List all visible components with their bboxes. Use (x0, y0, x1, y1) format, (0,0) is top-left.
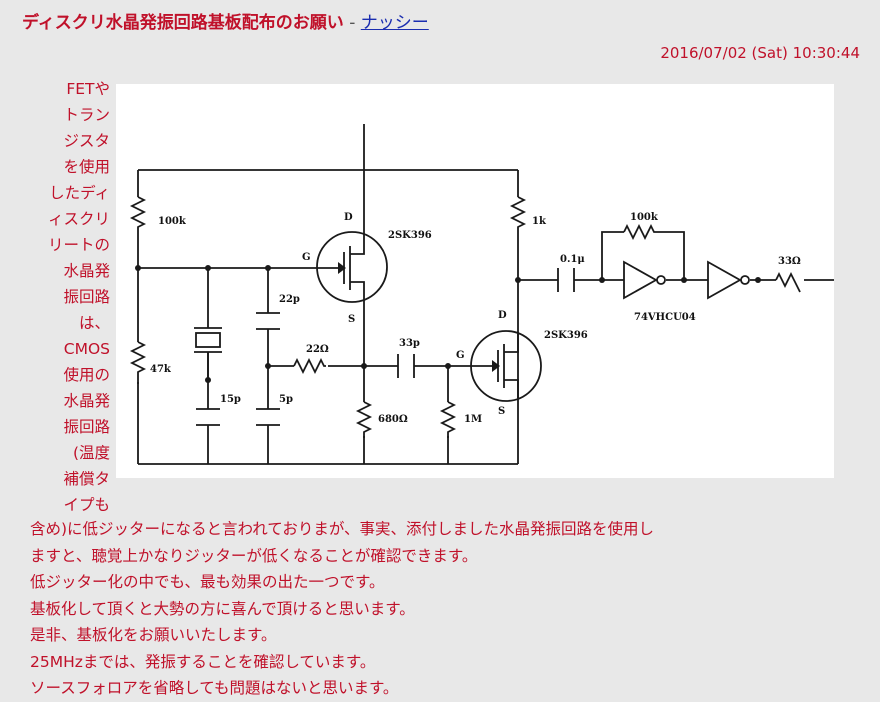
body-line: ソースフォロアを省略しても問題はないと思います。 (30, 679, 399, 697)
body-line: 25MHzまでは、発振することを確認しています。 (30, 652, 376, 671)
side-line: 補償タ (63, 470, 110, 488)
side-line: ィスクリ (47, 210, 110, 228)
side-line: 振回路 (63, 288, 110, 306)
label-c15p: 15p (220, 394, 241, 405)
junction-dots (135, 265, 761, 383)
resistor-1k (509, 196, 527, 234)
title-separator: - (343, 13, 361, 33)
label-r33: 33Ω (778, 256, 801, 267)
post-date: 2016/07/02 (Sat) 10:30:44 (660, 44, 860, 62)
label-r100k-fb: 100k (630, 212, 659, 223)
crystal-icon (194, 327, 222, 353)
label-s1: S (348, 314, 355, 325)
post-title-line: ディスクリ水晶発振回路基板配布のお願い - ナッシー (22, 8, 429, 33)
resistor-100k-left (129, 196, 147, 234)
side-line: 使用の (63, 366, 110, 384)
wire-fb (601, 231, 685, 280)
label-g1: G (302, 252, 311, 263)
body-line: ますと、聴覚上かなりジッターが低くなることが確認できます。 (30, 546, 478, 565)
side-line: リートの (47, 236, 110, 254)
crystal-oscillator-schematic: 100k 47k 15p 22p 5p 22Ω 33p 680Ω 1M 1k 0… (129, 124, 834, 465)
label-r47k: 47k (150, 364, 172, 375)
post-body: 含め)に低ジッターになると言われておりまが、事実、添付しました水晶発振回路を使用… (30, 516, 870, 702)
resistor-47k (129, 341, 147, 384)
side-line: したディ (49, 184, 110, 202)
label-s2: S (498, 406, 505, 417)
side-line: 振回路 (63, 418, 110, 436)
side-line: トラン (63, 106, 110, 124)
label-d1: D (344, 212, 353, 223)
side-line: FETや (66, 80, 110, 98)
resistor-1m (439, 401, 457, 438)
author-link[interactable]: ナッシー (360, 13, 429, 33)
label-r100k: 100k (158, 216, 187, 227)
body-line: 含め)に低ジッターになると言われておりまが、事実、添付しました水晶発振回路を使用… (30, 520, 655, 538)
side-line: は、 (78, 314, 110, 332)
resistor-100k-fb (623, 223, 660, 241)
label-r22: 22Ω (306, 344, 329, 355)
label-r1k: 1k (532, 216, 547, 227)
resistor-33 (775, 271, 801, 293)
label-c22p: 22p (279, 294, 300, 305)
schematic-image: 100k 47k 15p 22p 5p 22Ω 33p 680Ω 1M 1k 0… (116, 84, 834, 478)
side-line: イプも (63, 496, 110, 514)
label-r680: 680Ω (378, 414, 408, 425)
body-line: 基板化して頂くと大勢の方に喜んで頂けると思います。 (30, 599, 415, 618)
capacitor-33p (397, 354, 415, 378)
label-d2: D (498, 310, 507, 321)
post-title: ディスクリ水晶発振回路基板配布のお願い (22, 13, 344, 33)
fet-q2-icon (470, 330, 542, 402)
body-line: 低ジッター化の中でも、最も効果の出た一つです。 (30, 573, 385, 591)
side-line: CMOS (63, 340, 110, 358)
inverter-2-icon (707, 260, 750, 300)
label-c01u: 0.1μ (560, 254, 585, 265)
label-q2: 2SK396 (544, 330, 588, 341)
side-text: FETや トラン ジスタ を使用 したディ ィスクリ リートの 水晶発 振回路 … (26, 76, 110, 518)
resistor-22 (293, 357, 326, 375)
side-line: を使用 (63, 158, 110, 176)
resistor-680 (355, 401, 373, 438)
side-line: ジスタ (63, 132, 110, 150)
side-line: 水晶発 (63, 392, 110, 410)
side-line: 水晶発 (63, 262, 110, 280)
label-ic: 74VHCU04 (634, 312, 696, 323)
capacitor-01u (557, 268, 575, 292)
side-line: (温度 (72, 444, 110, 462)
label-q1: 2SK396 (388, 230, 432, 241)
capacitor-5p (256, 408, 280, 426)
label-c5p: 5p (279, 394, 293, 405)
inverter-1-icon (623, 260, 666, 300)
capacitor-22p (256, 312, 280, 330)
label-r1m: 1M (464, 414, 482, 425)
label-g2: G (456, 350, 465, 361)
fet-q1-icon (316, 231, 388, 303)
capacitor-15p (196, 408, 220, 426)
body-line: 是非、基板化をお願いいたします。 (30, 626, 277, 644)
label-c33p: 33p (399, 338, 420, 349)
